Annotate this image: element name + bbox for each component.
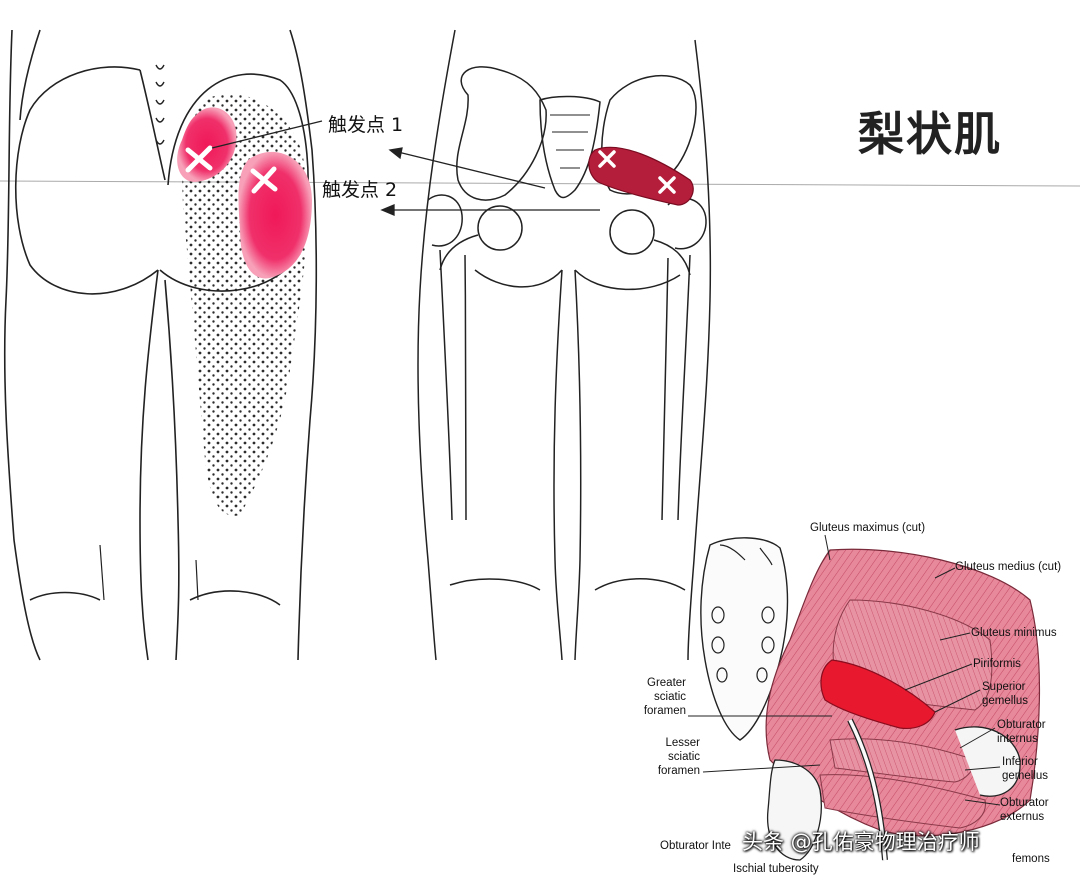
mid-right-knee — [594, 578, 686, 591]
inset-vertebra — [719, 544, 773, 566]
right-trochanter — [667, 197, 707, 250]
label-obturator-bottom: Obturator Inte — [660, 840, 731, 852]
label-superior-gemellus-2: gemellus — [982, 695, 1029, 707]
sacral-foramina — [550, 114, 590, 169]
right-outer-contour — [289, 29, 318, 661]
label-greater-sciatic-1: Greater — [647, 677, 686, 689]
sacrum — [539, 95, 601, 199]
label-obturator-internus-2: internus — [997, 733, 1038, 745]
inset-piriformis — [820, 659, 936, 730]
mid-right-contour — [687, 39, 712, 661]
mid-inner-left — [553, 269, 563, 661]
label-obturator-internus: Obturator internus — [997, 718, 1046, 746]
right-femoral-neck — [653, 239, 691, 276]
left-buttock — [14, 66, 159, 295]
trigger-mark-1 — [185, 145, 213, 173]
right-femoral-head — [609, 209, 655, 255]
label-lesser-sciatic-1: Lesser — [665, 737, 700, 749]
inset-ischium — [766, 759, 822, 861]
trigger-point-1-label: 触发点 1 — [328, 114, 404, 136]
label-inferior-gemellus: Inferior gemellus — [1002, 755, 1048, 783]
label-superior-gemellus: Superior gemellus — [982, 680, 1028, 708]
inset-leaders — [688, 534, 1001, 806]
label-gluteus-maximus: Gluteus maximus (cut) — [810, 522, 926, 534]
inset-nerve-inner — [848, 719, 887, 861]
guide-line — [0, 180, 1080, 187]
label-obturator-externus-1: Obturator — [1000, 797, 1049, 809]
inset-foramina — [711, 606, 775, 683]
left-hip-line — [19, 29, 41, 121]
label-hamstrings: femons — [1012, 853, 1050, 865]
left-femoral-head — [477, 205, 523, 251]
mid-inner-right — [574, 269, 582, 661]
piriformis-muscle — [588, 146, 694, 206]
label-superior-gemellus-1: Superior — [982, 681, 1026, 693]
mid-left-knee — [449, 578, 541, 591]
right-inner-leg — [164, 279, 180, 661]
right-femur — [677, 254, 691, 521]
pain-zone-2 — [238, 151, 312, 279]
label-lesser-sciatic-3: foramen — [657, 765, 700, 777]
label-gluteus-medius: Gluteus medius (cut) — [955, 561, 1062, 573]
watermark: 头条 @孔佑豪物理治疗师 — [742, 830, 980, 854]
label-greater-sciatic: Greater sciatic foramen — [628, 676, 686, 718]
inset-sacrum — [700, 537, 789, 741]
left-inner-leg — [139, 269, 159, 661]
left-figure — [3, 29, 318, 661]
label-inferior-gemellus-1: Inferior — [1002, 756, 1038, 768]
label-piriformis: Piriformis — [973, 658, 1021, 670]
page-title: 梨状肌 — [858, 107, 1002, 161]
knee-marks — [99, 544, 199, 601]
left-outer-contour — [3, 29, 41, 661]
inset-femur — [954, 726, 1021, 797]
mid-left-contour — [417, 29, 456, 661]
label-greater-sciatic-3: foramen — [643, 705, 686, 717]
left-knee-crease — [29, 591, 101, 601]
label-lesser-sciatic-2: sciatic — [668, 751, 700, 763]
right-knee-crease — [189, 590, 281, 606]
middle-figure — [417, 29, 712, 661]
mid-left-buttock — [474, 269, 563, 288]
label-gluteus-minimus: Gluteus minimus — [971, 627, 1057, 639]
left-trochanter — [427, 194, 463, 247]
gluteal-cleft — [139, 69, 166, 181]
trigger-mark-2 — [250, 166, 278, 194]
trigger-point-2-label: 触发点 2 — [322, 179, 398, 201]
sacral-marks — [155, 64, 165, 145]
inset-anatomy — [688, 534, 1041, 861]
label-greater-sciatic-2: sciatic — [654, 691, 686, 703]
mid-right-buttock — [574, 269, 681, 291]
left-femoral-neck — [439, 234, 479, 271]
label-obturator-internus-1: Obturator — [997, 719, 1046, 731]
left-ilium — [456, 66, 547, 201]
label-inferior-gemellus-2: gemellus — [1002, 770, 1049, 782]
skeleton-trigger-marks — [598, 150, 676, 194]
label-lesser-sciatic: Lesser sciatic foramen — [642, 736, 700, 778]
left-femur-inner — [464, 254, 467, 521]
inset-obturator — [819, 774, 986, 829]
left-femur — [439, 249, 453, 521]
inset-gemellus — [829, 738, 976, 783]
label-obturator-externus-2: externus — [1000, 811, 1045, 823]
label-obturator-externus: Obturator externus — [1000, 796, 1049, 824]
leader-tp1 — [211, 120, 323, 149]
right-femur-inner — [661, 257, 669, 521]
arrows — [380, 147, 600, 216]
label-ischial-tuberosity: Ischial tuberosity — [733, 863, 819, 875]
